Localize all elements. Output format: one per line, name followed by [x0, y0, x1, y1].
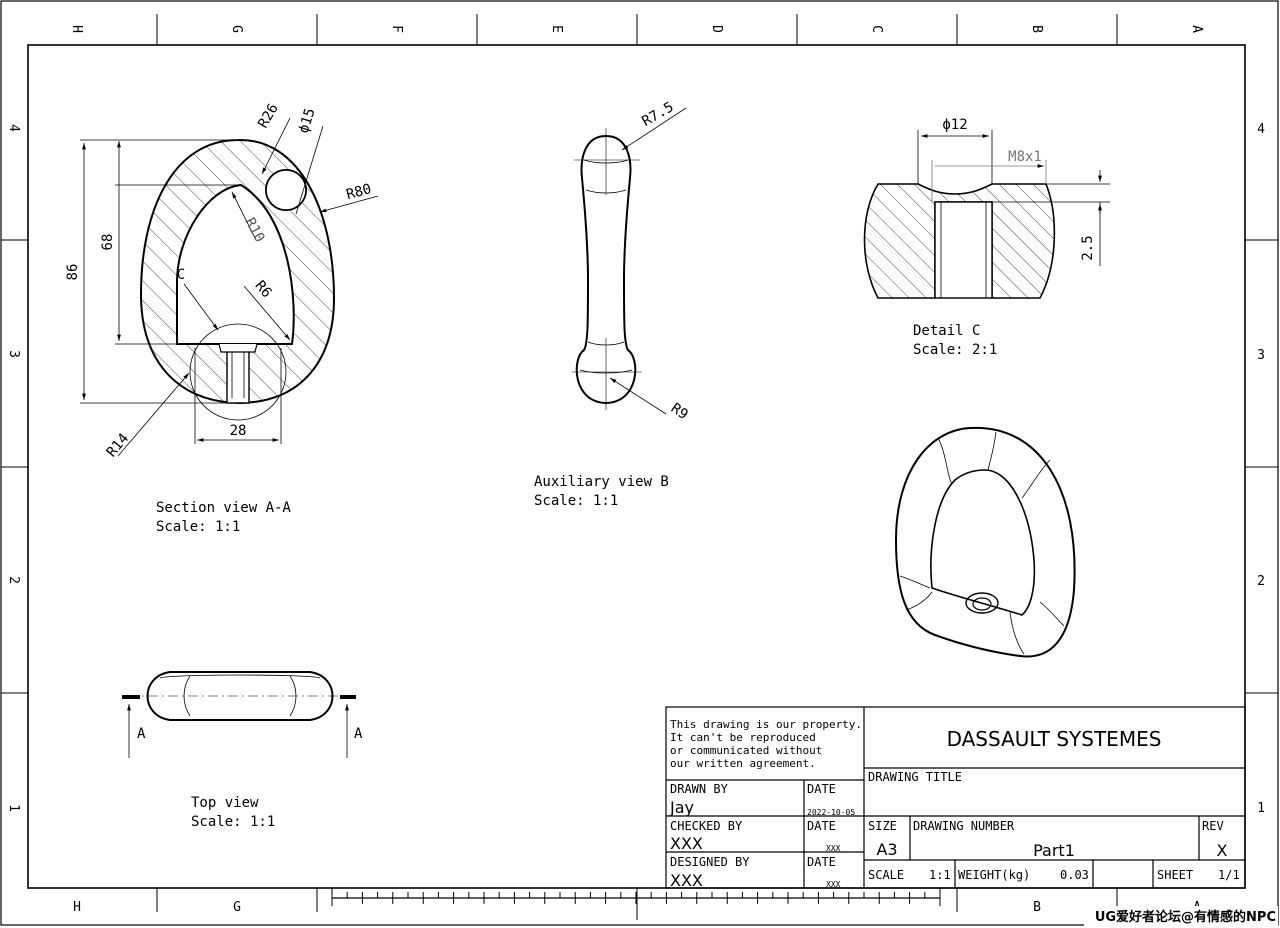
row-label: 1: [6, 804, 21, 812]
col-label: C: [869, 25, 884, 33]
dim-28: 28: [230, 423, 247, 439]
dim-68: 68: [100, 234, 116, 251]
checked-by-value: XXX: [670, 834, 703, 853]
drawn-by-label: DRAWN BY: [670, 782, 729, 796]
top-view: [122, 671, 356, 758]
drawn-by-value: Jay: [669, 798, 694, 817]
sheet-label: SHEET: [1157, 868, 1193, 882]
dim-r26: R26: [255, 101, 282, 131]
dim-2-5: 2.5: [1080, 235, 1096, 260]
dim-m8x1: M8x1: [1008, 149, 1042, 165]
col-label: A: [1189, 25, 1204, 33]
title-block: [665, 706, 1246, 889]
scale-label: SCALE: [868, 868, 904, 882]
dim-phi15: ϕ15: [296, 106, 319, 135]
watermark-text: UG爱好者论坛@有情感的NPC: [1095, 909, 1276, 925]
size-label: SIZE: [868, 819, 897, 833]
detail-scale: Scale: 2:1: [913, 342, 997, 358]
scale-ruler: [331, 888, 941, 906]
date-label: DATE: [807, 855, 836, 869]
dim-r7-5: R7.5: [639, 99, 676, 130]
aux-scale: Scale: 1:1: [534, 493, 618, 509]
col-label: E: [549, 25, 564, 33]
row-label: 3: [6, 350, 21, 358]
notice-line: This drawing is our property.: [670, 718, 862, 731]
dim-r14: R14: [104, 431, 133, 461]
notice-line: or communicated without: [670, 744, 822, 757]
drawing-number-label: DRAWING NUMBER: [913, 819, 1015, 833]
row-label: 4: [6, 124, 21, 132]
sheet-value: 1/1: [1218, 868, 1240, 882]
section-scale: Scale: 1:1: [156, 519, 240, 535]
scale-value: 1:1: [929, 868, 951, 882]
dim-c: C: [177, 267, 185, 283]
drawing-title-label: DRAWING TITLE: [868, 770, 962, 784]
section-marker-left: A: [137, 726, 146, 742]
company-name: DASSAULT SYSTEMES: [947, 727, 1162, 751]
designed-date: XXX: [826, 880, 841, 889]
detail-title: Detail C: [913, 323, 980, 339]
drawn-date: 2022-10-05: [807, 808, 855, 817]
row-label: 1: [1257, 801, 1265, 816]
drawing-number-value: Part1: [1033, 841, 1075, 860]
weight-label: WEIGHT(kg): [958, 868, 1030, 882]
size-value: A3: [876, 840, 897, 859]
col-label: B: [1033, 900, 1041, 915]
dim-r10: R10: [242, 215, 268, 245]
detail-hatch: [863, 183, 1056, 299]
date-label: DATE: [807, 819, 836, 833]
col-label: G: [233, 900, 241, 915]
auxiliary-view: [572, 107, 687, 415]
row-label: 4: [1257, 122, 1265, 137]
col-label: F: [389, 25, 404, 33]
top-title: Top view: [191, 795, 259, 811]
dim-r9: R9: [668, 400, 691, 423]
row-labels: 4 3 2 1 4 3 2 1: [6, 122, 1265, 816]
col-label: H: [73, 900, 81, 915]
section-view: 86 68 28 R26 ϕ15 R80 R10 C R6 R14 Sectio…: [65, 101, 379, 535]
section-title: Section view A-A: [156, 500, 291, 516]
dim-86: 86: [65, 264, 81, 281]
weight-value: 0.03: [1060, 868, 1089, 882]
row-label: 2: [6, 576, 21, 584]
top-scale: Scale: 1:1: [191, 814, 275, 830]
col-label: G: [229, 25, 244, 33]
aux-title: Auxiliary view B: [534, 474, 669, 490]
col-label: D: [709, 25, 724, 33]
dim-r80: R80: [345, 181, 374, 203]
date-label: DATE: [807, 782, 836, 796]
dim-phi12: ϕ12: [942, 117, 967, 133]
dim-r6: R6: [252, 278, 275, 301]
col-label: B: [1029, 25, 1044, 33]
notice-line: It can't be reproduced: [670, 731, 816, 744]
designed-by-value: XXX: [670, 871, 703, 890]
rev-value: X: [1217, 841, 1228, 860]
section-marker-right: A: [354, 726, 363, 742]
rev-label: REV: [1202, 819, 1224, 833]
notice-line: our written agreement.: [670, 757, 816, 770]
row-label: 3: [1257, 348, 1265, 363]
checked-by-label: CHECKED BY: [670, 819, 743, 833]
detail-view: ϕ12 M8x1 2.5 Detail C Scale: 2:1: [863, 117, 1110, 358]
col-label: H: [69, 25, 84, 33]
designed-by-label: DESIGNED BY: [670, 855, 750, 869]
checked-date: XXX: [826, 844, 841, 853]
row-label: 2: [1257, 574, 1265, 589]
isometric-view: [894, 426, 1076, 658]
